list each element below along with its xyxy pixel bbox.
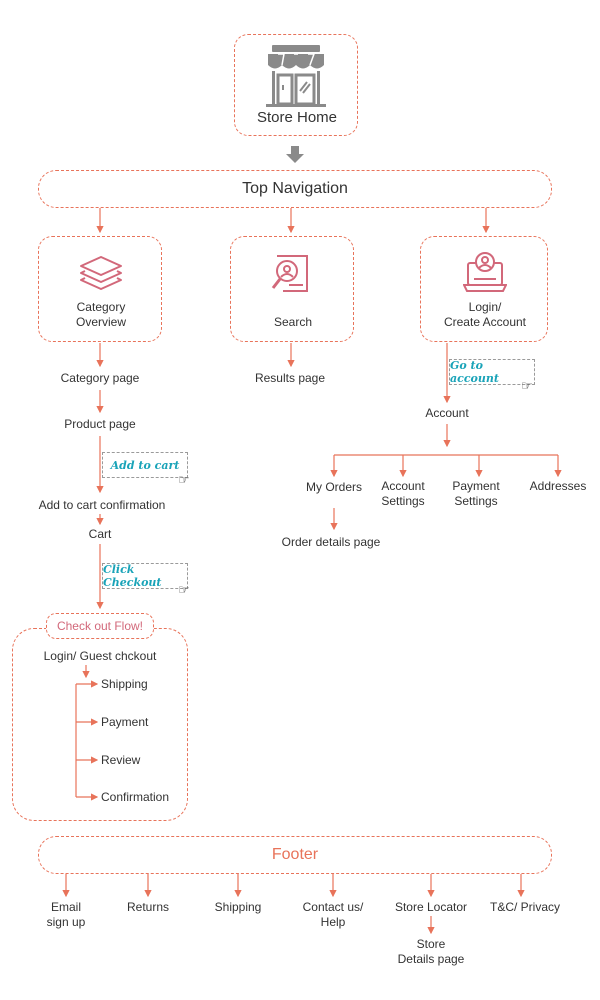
category-page-label: Category page: [60, 371, 140, 385]
laptop-user-icon: [463, 252, 507, 292]
storefront-icon: [266, 45, 326, 107]
account-label: Account: [425, 406, 469, 420]
login-create-account-label: Login/ Create Account: [443, 300, 527, 329]
hand-cursor-icon: ☞: [178, 472, 190, 487]
footer-shipping: Shipping: [214, 900, 262, 914]
store-home-box[interactable]: Store Home: [234, 34, 358, 136]
footer-label: Footer: [271, 846, 319, 863]
product-page-label: Product page: [64, 417, 136, 431]
category-overview-label: Category Overview: [75, 300, 126, 329]
search-box[interactable]: Search: [230, 236, 354, 342]
down-arrow-icon: [286, 146, 304, 163]
my-orders-label: My Orders: [305, 480, 362, 494]
click-checkout-action[interactable]: Click Checkout: [102, 563, 188, 589]
go-to-account-action[interactable]: Go to account: [449, 359, 535, 385]
login-create-account-box[interactable]: Login/ Create Account: [420, 236, 548, 342]
checkout-step-review: Review: [101, 753, 141, 767]
results-page-label: Results page: [254, 371, 326, 385]
checkout-step-payment: Payment: [101, 715, 149, 729]
account-settings-label: Account Settings: [381, 479, 425, 508]
footer-store-locator: Store Locator: [394, 900, 468, 914]
footer-tc-privacy: T&C/ Privacy: [489, 900, 560, 914]
footer-bar[interactable]: Footer: [38, 836, 552, 874]
store-home-label: Store Home: [256, 109, 338, 126]
hand-cursor-icon: ☞: [178, 582, 190, 597]
login-guest-checkout-label: Login/ Guest chckout: [43, 649, 157, 663]
footer-returns: Returns: [126, 900, 170, 914]
hand-cursor-icon: ☞: [521, 378, 533, 393]
checkout-flow-title: Check out Flow!: [46, 613, 154, 639]
search-document-icon: [271, 255, 308, 292]
payment-settings-label: Payment Settings: [452, 479, 500, 508]
footer-store-details-page: Store Details page: [397, 937, 465, 966]
checkout-step-shipping: Shipping: [101, 677, 148, 691]
footer-email-signup: Email sign up: [46, 900, 86, 929]
checkout-step-confirmation: Confirmation: [101, 790, 170, 804]
cart-label: Cart: [88, 527, 112, 541]
layers-icon: [80, 256, 122, 290]
add-to-cart-confirmation-label: Add to cart confirmation: [38, 498, 166, 512]
top-navigation-bar[interactable]: Top Navigation: [38, 170, 552, 208]
addresses-label: Addresses: [529, 479, 587, 493]
category-overview-box[interactable]: Category Overview: [38, 236, 162, 342]
add-to-cart-action[interactable]: Add to cart: [102, 452, 188, 478]
order-details-page-label: Order details page: [281, 535, 381, 549]
search-label: Search: [273, 315, 313, 329]
top-navigation-label: Top Navigation: [242, 180, 348, 197]
footer-contact-help: Contact us/ Help: [302, 900, 364, 929]
